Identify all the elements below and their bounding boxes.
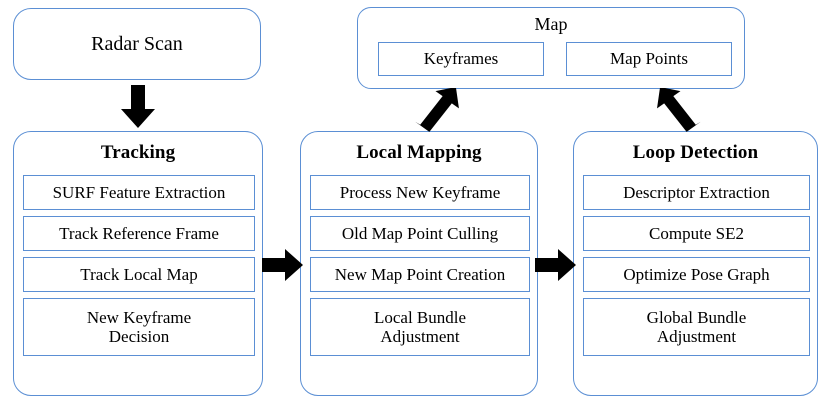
- column-loop-detection: Loop Detection Descriptor Extraction Com…: [573, 131, 818, 396]
- step-optimize-pose-graph-label: Optimize Pose Graph: [623, 264, 770, 284]
- step-surf-feature-extraction: SURF Feature Extraction: [23, 175, 255, 210]
- step-new-keyframe-decision: New Keyframe Decision: [23, 298, 255, 356]
- column-tracking-title: Tracking: [100, 142, 176, 163]
- step-global-bundle-adjustment-label: Global Bundle Adjustment: [646, 307, 747, 346]
- step-new-keyframe-decision-label: New Keyframe Decision: [86, 307, 192, 346]
- column-tracking: Tracking SURF Feature Extraction Track R…: [13, 131, 263, 396]
- arrow-local-mapping-to-map-icon: [412, 88, 460, 134]
- map-child-keyframes-label: Keyframes: [423, 49, 499, 69]
- step-new-map-point-creation-label: New Map Point Creation: [334, 264, 506, 284]
- step-surf-feature-extraction-label: SURF Feature Extraction: [52, 182, 226, 202]
- column-local-mapping-title: Local Mapping: [356, 142, 482, 163]
- arrow-tracking-to-local-mapping-icon: [262, 248, 304, 282]
- step-optimize-pose-graph: Optimize Pose Graph: [583, 257, 810, 292]
- step-local-bundle-adjustment: Local Bundle Adjustment: [310, 298, 530, 356]
- arrow-local-mapping-to-loop-detection-icon: [535, 248, 577, 282]
- step-process-new-keyframe-label: Process New Keyframe: [339, 182, 501, 202]
- step-compute-se2: Compute SE2: [583, 216, 810, 251]
- arrow-loop-detection-to-map-icon: [655, 88, 703, 134]
- step-track-reference-frame: Track Reference Frame: [23, 216, 255, 251]
- step-track-reference-frame-label: Track Reference Frame: [59, 223, 219, 243]
- step-new-map-point-creation: New Map Point Creation: [310, 257, 530, 292]
- step-old-map-point-culling-label: Old Map Point Culling: [341, 223, 499, 243]
- step-process-new-keyframe: Process New Keyframe: [310, 175, 530, 210]
- step-old-map-point-culling: Old Map Point Culling: [310, 216, 530, 251]
- radar-scan-label: Radar Scan: [91, 32, 183, 55]
- step-track-local-map-label: Track Local Map: [80, 264, 198, 284]
- step-local-bundle-adjustment-label: Local Bundle Adjustment: [373, 307, 467, 346]
- step-track-local-map: Track Local Map: [23, 257, 255, 292]
- radar-scan-node: Radar Scan: [13, 8, 261, 80]
- column-loop-detection-title: Loop Detection: [632, 142, 759, 163]
- step-compute-se2-label: Compute SE2: [649, 223, 744, 243]
- column-local-mapping: Local Mapping Process New Keyframe Old M…: [300, 131, 538, 396]
- map-child-map-points-label: Map Points: [610, 49, 688, 69]
- step-descriptor-extraction-label: Descriptor Extraction: [623, 182, 770, 202]
- map-label: Map: [534, 14, 568, 34]
- step-descriptor-extraction: Descriptor Extraction: [583, 175, 810, 210]
- step-global-bundle-adjustment: Global Bundle Adjustment: [583, 298, 810, 356]
- map-child-map-points: Map Points: [566, 42, 732, 76]
- arrow-radar-to-tracking-icon: [118, 85, 158, 129]
- map-child-keyframes: Keyframes: [378, 42, 544, 76]
- map-node: Map Keyframes Map Points: [357, 7, 745, 89]
